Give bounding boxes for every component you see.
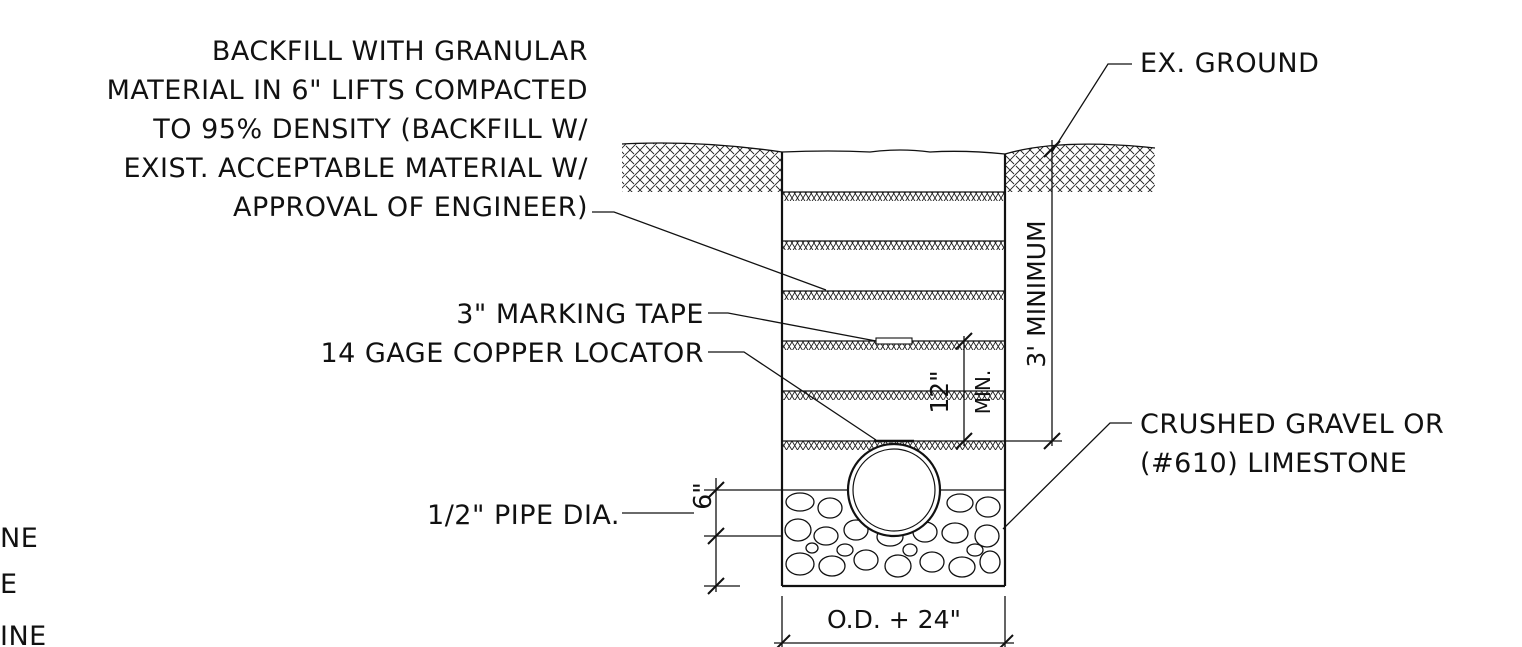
existing-ground-left <box>621 142 783 192</box>
backfill-note-line-2: MATERIAL IN 6" LIFTS COMPACTED <box>107 75 588 106</box>
legend-fragment-3: INE <box>0 621 47 647</box>
width-label: O.D. + 24" <box>827 605 961 634</box>
backfill-note-line-5: APPROVAL OF ENGINEER) <box>233 192 588 223</box>
six-inch-label: 6" <box>688 482 717 509</box>
legend-fragment-1: NE <box>0 523 38 554</box>
backfill-note-line-4: EXIST. ACCEPTABLE MATERIAL W/ <box>123 153 588 184</box>
gravel-leader <box>1002 422 1132 530</box>
marking-tape-leader <box>708 312 877 342</box>
twelve-inch-min-dimension <box>955 332 973 450</box>
backfill-note-line-3: TO 95% DENSITY (BACKFILL W/ <box>152 114 588 145</box>
backfill-note-line-1: BACKFILL WITH GRANULAR <box>212 36 588 67</box>
pipe-dia-label: 1/2" PIPE DIA. <box>427 500 620 531</box>
three-foot-minimum-dimension <box>1005 140 1062 450</box>
marking-tape-label: 3" MARKING TAPE <box>456 299 704 330</box>
ex-ground-leader <box>1051 63 1132 153</box>
copper-locator-label: 14 GAGE COPPER LOCATOR <box>320 338 704 369</box>
existing-ground-right <box>1004 143 1156 192</box>
twelve-inch-label: 12" <box>925 370 954 413</box>
ground-line <box>781 149 1006 155</box>
bedding-dimension <box>704 478 782 595</box>
crushed-gravel-label-line-1: CRUSHED GRAVEL OR <box>1140 409 1444 440</box>
backfill-note: BACKFILL WITH GRANULAR MATERIAL IN 6" LI… <box>107 36 588 223</box>
width-dimension <box>774 596 1014 647</box>
marking-tape <box>875 337 913 345</box>
three-foot-minimum-label: 3' MINIMUM <box>1022 220 1051 367</box>
pipe <box>846 442 942 538</box>
copper-locator-leader <box>708 351 877 441</box>
legend-fragment-2: E <box>0 569 18 600</box>
ex-ground-label: EX. GROUND <box>1140 48 1319 79</box>
crushed-gravel-label-line-2: (#610) LIMESTONE <box>1140 448 1407 479</box>
backfill-leader <box>592 211 827 291</box>
min-label: MIN. <box>971 370 995 414</box>
